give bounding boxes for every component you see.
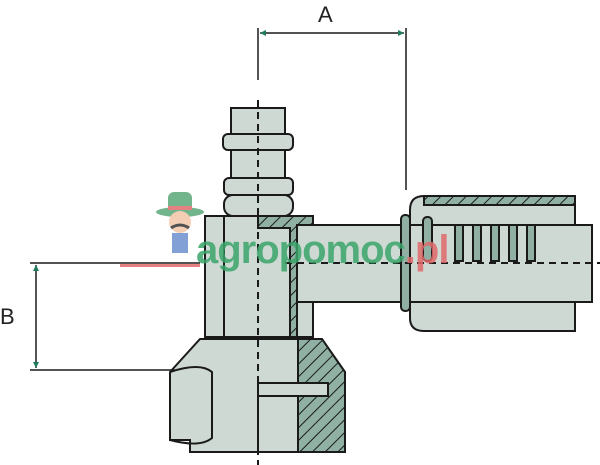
watermark: agropomoc.pl bbox=[196, 228, 450, 273]
dimension-a bbox=[257, 28, 407, 190]
dimension-b bbox=[30, 262, 200, 371]
watermark-suffix: .pl bbox=[404, 228, 450, 272]
dimension-b-label: B bbox=[0, 304, 15, 329]
watermark-main: agropomoc bbox=[196, 228, 406, 272]
farmer-mascot bbox=[120, 192, 204, 267]
dimension-a-label: A bbox=[318, 2, 333, 27]
